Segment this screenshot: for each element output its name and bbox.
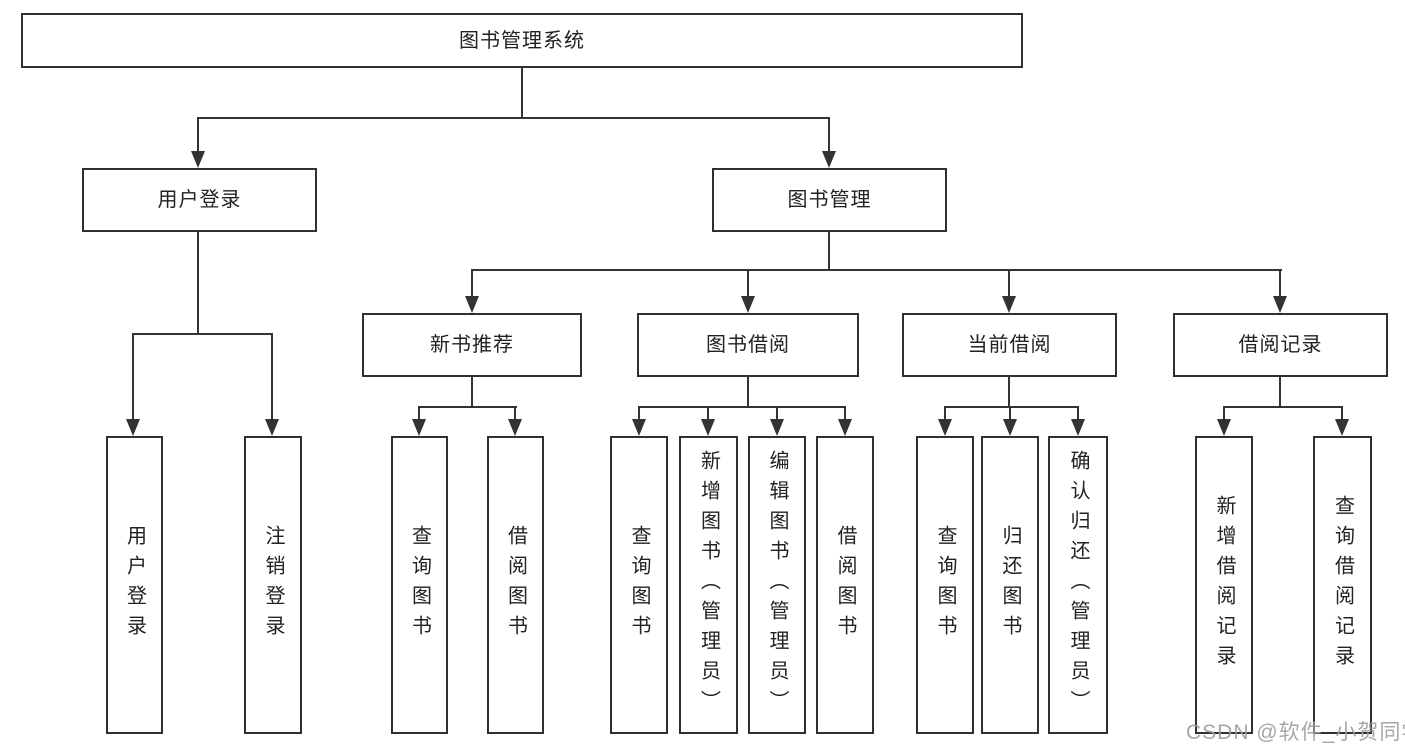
- edge-new-book-leaf2-stem: [514, 406, 516, 420]
- arrowhead: [1217, 419, 1231, 436]
- leaf-borrow-edit-book-admin: 编辑图书（管理员）: [748, 436, 806, 734]
- node-book-management: 图书管理: [712, 168, 947, 232]
- leaf-current-query-books: 查询图书: [916, 436, 974, 734]
- edge-root-hline: [197, 117, 830, 119]
- edge-book-borrow-leaf3-stem: [776, 406, 778, 420]
- edge-book-mgmt-vline: [828, 232, 830, 270]
- edge-root-to-book-mgmt-stem: [828, 117, 830, 152]
- leaf-borrow-borrow-books: 借阅图书: [816, 436, 874, 734]
- edge-to-book-borrow-stem: [747, 269, 749, 297]
- edge-book-mgmt-hline: [471, 269, 1282, 271]
- arrowhead: [838, 419, 852, 436]
- arrowhead: [1071, 419, 1085, 436]
- node-user-login: 用户登录: [82, 168, 317, 232]
- leaf-newbooks-borrow-books: 借阅图书: [487, 436, 544, 734]
- edge-root-to-user-login-stem: [197, 117, 199, 152]
- edge-borrow-records-leaf2-stem: [1341, 406, 1343, 420]
- edge-current-borrow-leaf1-stem: [944, 406, 946, 420]
- leaf-records-query-record: 查询借阅记录: [1313, 436, 1372, 734]
- arrowhead: [770, 419, 784, 436]
- arrowhead: [1273, 296, 1287, 313]
- edge-new-book-hline: [418, 406, 517, 408]
- edge-user-login-leaf2-stem: [271, 333, 273, 419]
- edge-borrow-records-leaf1-stem: [1223, 406, 1225, 420]
- edge-current-borrow-vline: [1008, 375, 1010, 407]
- edge-user-login-vline: [197, 232, 199, 334]
- leaf-current-confirm-return-admin: 确认归还（管理员）: [1048, 436, 1108, 734]
- arrowhead: [1003, 419, 1017, 436]
- arrowhead: [701, 419, 715, 436]
- leaf-records-add-record: 新增借阅记录: [1195, 436, 1253, 734]
- arrowhead: [1335, 419, 1349, 436]
- node-root: 图书管理系统: [21, 13, 1023, 68]
- edge-book-borrow-hline: [638, 406, 846, 408]
- node-book-borrow: 图书借阅: [637, 313, 859, 377]
- edge-to-current-borrow-stem: [1008, 269, 1010, 297]
- edge-new-book-leaf1-stem: [418, 406, 420, 420]
- edge-current-borrow-hline: [944, 406, 1079, 408]
- leaf-current-return-books: 归还图书: [981, 436, 1039, 734]
- edge-user-login-leaf1-stem: [132, 333, 134, 419]
- leaf-borrow-query-books: 查询图书: [610, 436, 668, 734]
- edge-to-new-book-stem: [471, 269, 473, 297]
- arrowhead: [126, 419, 140, 436]
- arrowhead: [191, 151, 205, 168]
- arrowhead: [465, 296, 479, 313]
- arrowhead: [741, 296, 755, 313]
- edge-book-borrow-leaf2-stem: [707, 406, 709, 420]
- arrowhead: [938, 419, 952, 436]
- edge-to-borrow-records-stem: [1279, 269, 1281, 297]
- edge-borrow-records-hline: [1223, 406, 1343, 408]
- leaf-user-login: 用户登录: [106, 436, 163, 734]
- edge-root-vline: [521, 68, 523, 118]
- node-borrow-records: 借阅记录: [1173, 313, 1388, 377]
- node-new-book-recommend: 新书推荐: [362, 313, 582, 377]
- leaf-borrow-add-book-admin: 新增图书（管理员）: [679, 436, 738, 734]
- edge-borrow-records-vline: [1279, 375, 1281, 407]
- node-current-borrow: 当前借阅: [902, 313, 1117, 377]
- arrowhead: [822, 151, 836, 168]
- edge-current-borrow-leaf3-stem: [1077, 406, 1079, 420]
- edge-book-borrow-leaf1-stem: [638, 406, 640, 420]
- arrowhead: [632, 419, 646, 436]
- edge-book-borrow-vline: [747, 375, 749, 407]
- edge-book-borrow-leaf4-stem: [844, 406, 846, 420]
- edge-current-borrow-leaf2-stem: [1009, 406, 1011, 420]
- leaf-logout: 注销登录: [244, 436, 302, 734]
- edge-new-book-vline: [471, 375, 473, 407]
- watermark: CSDN @软件_小贺同学: [1186, 721, 1405, 744]
- arrowhead: [508, 419, 522, 436]
- edge-user-login-hline: [132, 333, 273, 335]
- arrowhead: [412, 419, 426, 436]
- arrowhead: [265, 419, 279, 436]
- arrowhead: [1002, 296, 1016, 313]
- leaf-newbooks-query-books: 查询图书: [391, 436, 448, 734]
